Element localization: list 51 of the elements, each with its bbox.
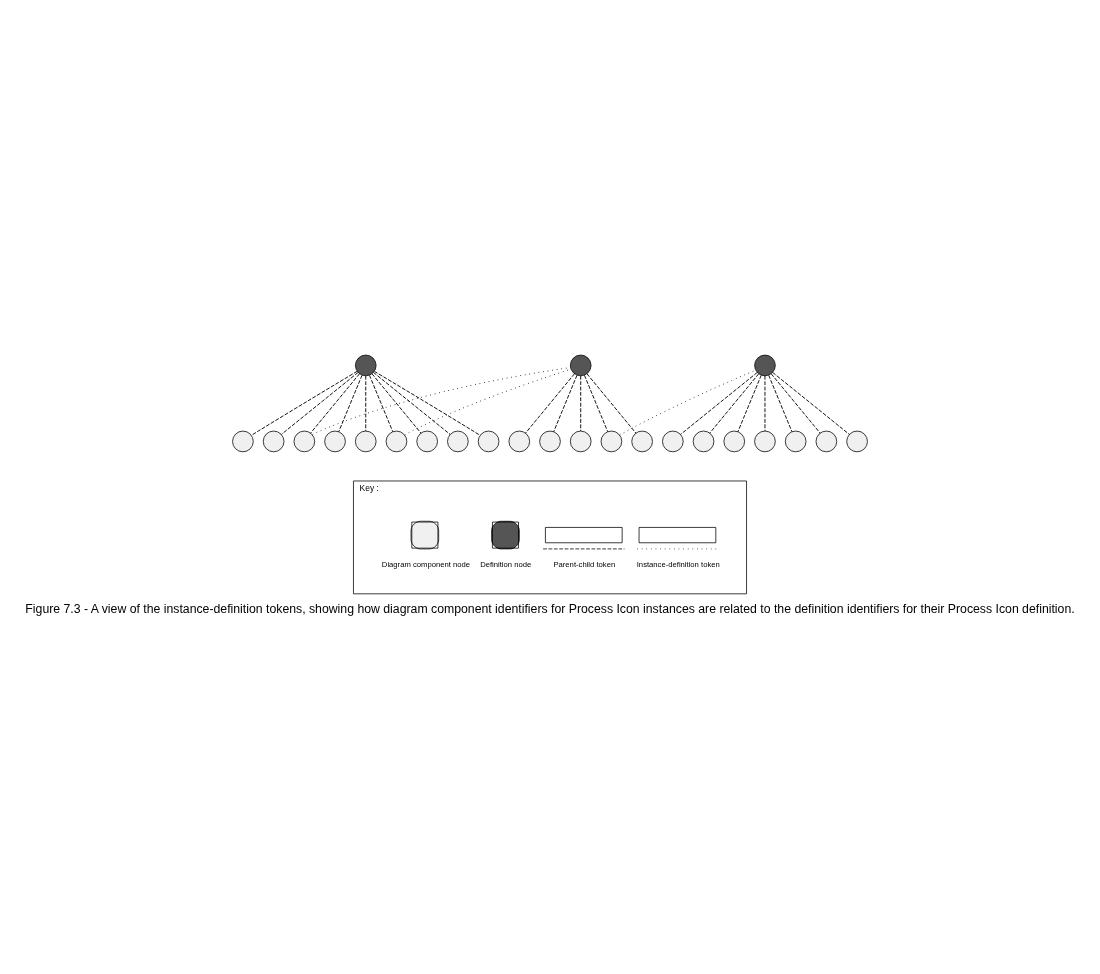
node-circle xyxy=(385,430,408,452)
node-circle xyxy=(539,430,561,452)
node-circle xyxy=(754,430,776,452)
connector xyxy=(281,371,359,435)
node-circle xyxy=(262,430,285,452)
connector xyxy=(310,372,360,434)
connector xyxy=(371,372,422,434)
connector xyxy=(553,374,578,432)
node-circle xyxy=(815,430,838,452)
node-circle xyxy=(232,430,254,452)
node-circle xyxy=(324,430,346,452)
node-circle xyxy=(355,430,377,452)
node-circle xyxy=(662,430,684,452)
connector xyxy=(369,374,394,432)
legend-label: Instance-definition token xyxy=(636,559,720,569)
connector xyxy=(586,372,637,434)
connector xyxy=(365,375,367,431)
connector xyxy=(737,374,762,432)
node-circle xyxy=(723,430,745,452)
connector xyxy=(584,374,609,432)
node-circle xyxy=(784,430,807,452)
node-circle xyxy=(846,430,868,452)
node-circle xyxy=(631,430,653,452)
legend-label: Diagram component node xyxy=(381,559,470,569)
connector xyxy=(373,370,481,436)
node-circle xyxy=(293,430,316,452)
node-circle xyxy=(600,430,623,452)
legend-label: Definition node xyxy=(480,559,532,569)
connector xyxy=(680,371,758,435)
connector xyxy=(764,375,766,431)
legend-label: Parent-child token xyxy=(553,559,616,569)
connector xyxy=(525,372,575,434)
connector xyxy=(373,371,451,435)
caption: Figure 7.3 - A view of the instance-definition tokens, showing how diagram component identifiers for Process Icon instances are related to the definition identifiers for their Process Icon definition. xyxy=(25,601,1075,616)
connector xyxy=(772,371,850,435)
node-circle xyxy=(754,354,776,376)
connector xyxy=(580,375,582,431)
node-circle xyxy=(508,430,531,452)
connector xyxy=(768,374,793,432)
connector xyxy=(709,372,760,434)
connector xyxy=(250,370,358,436)
connector xyxy=(338,374,363,432)
connector xyxy=(312,366,571,435)
node-circle xyxy=(477,430,500,452)
node-circle xyxy=(692,430,715,452)
node-circle xyxy=(447,430,469,452)
node-circle xyxy=(569,430,592,452)
node-circle xyxy=(355,354,377,376)
node-circle xyxy=(416,430,438,452)
connector xyxy=(770,372,821,434)
node-circle xyxy=(569,354,592,376)
